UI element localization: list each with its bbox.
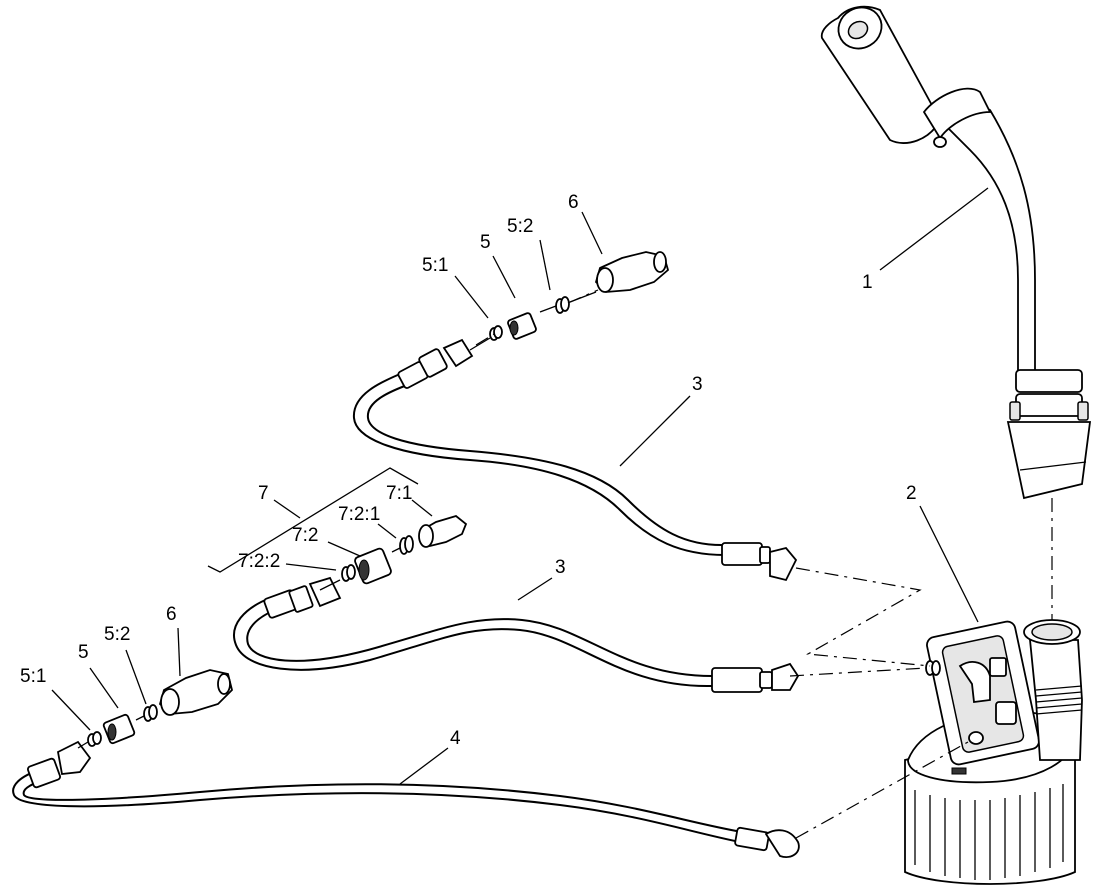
callout-4: 4	[450, 728, 461, 749]
callout-5-2-upper: 5:2	[507, 216, 533, 237]
callout-5-1-upper: 5:1	[422, 255, 448, 276]
callout-3-middle: 3	[555, 557, 566, 578]
callout-6-lower: 6	[166, 604, 177, 625]
lower-hose-fitting-right	[734, 826, 800, 858]
hose-lower	[12, 769, 743, 843]
upper-hose-fitting-right	[721, 542, 798, 582]
callout-2: 2	[906, 483, 917, 504]
upper-hose-fitting-left	[397, 338, 474, 389]
callout-5-2-lower: 5:2	[104, 624, 130, 645]
hose-upper	[352, 371, 726, 556]
lower-hose-fitting-left	[27, 740, 92, 789]
callout-5-upper: 5	[480, 232, 491, 253]
callout-7-2-2: 7:2:2	[238, 551, 280, 572]
middle-coupler-assembly	[319, 515, 468, 591]
pump-body	[904, 619, 1083, 885]
callout-1: 1	[862, 272, 873, 293]
middle-hose-fitting-right	[711, 662, 800, 693]
middle-hose-fitting-left	[263, 576, 342, 619]
callout-3-upper: 3	[692, 374, 703, 395]
alignment-lines	[475, 289, 1053, 839]
pump-fins	[914, 784, 1064, 880]
lower-coupler-assembly	[77, 669, 233, 749]
callout-7-1: 7:1	[386, 483, 412, 504]
callout-5-1-lower: 5:1	[20, 666, 46, 687]
callout-7: 7	[258, 483, 269, 504]
callout-6-upper: 6	[568, 192, 579, 213]
callout-labels: 1 2 3 3 4 5:1 5 5:2 6 5:1 5 5:2 6 7 7:1 …	[20, 192, 917, 749]
callout-5-lower: 5	[78, 642, 89, 663]
upper-coupler-assembly	[469, 251, 670, 351]
callout-7-2-1: 7:2:1	[338, 504, 380, 525]
discharge-tube	[820, 5, 1092, 500]
hose-middle	[233, 597, 713, 688]
leader-lines	[51, 187, 989, 785]
callout-7-2: 7:2	[292, 525, 318, 546]
pump-thread	[1035, 685, 1083, 715]
